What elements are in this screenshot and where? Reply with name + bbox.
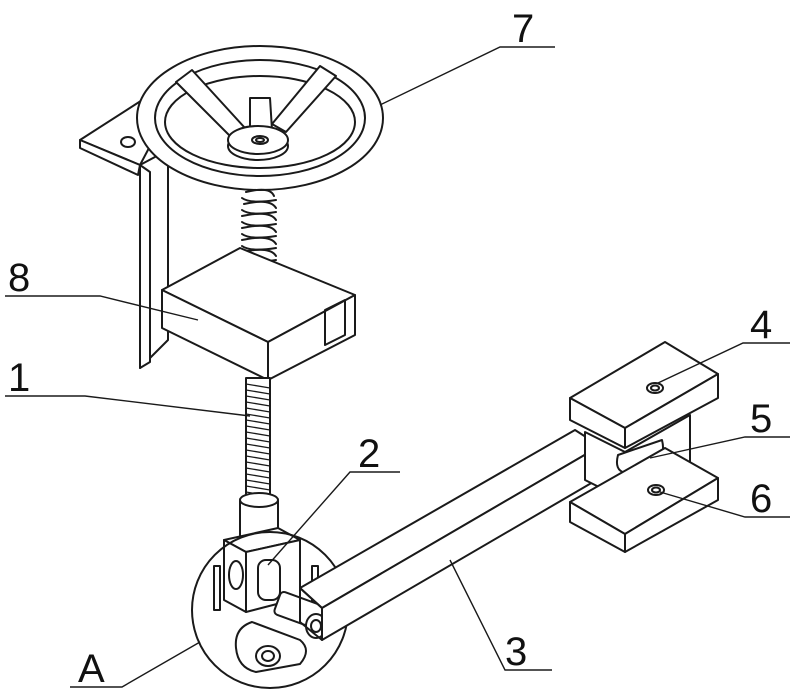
label-3: 3 <box>505 630 527 674</box>
clamp-block <box>570 342 718 552</box>
label-1: 1 <box>8 356 30 400</box>
threaded-rod <box>246 378 270 503</box>
label-6: 6 <box>750 477 772 521</box>
handwheel <box>137 46 383 190</box>
label-2: 2 <box>358 432 380 476</box>
label-4: 4 <box>750 303 772 347</box>
sliding-block <box>162 248 355 380</box>
label-5: 5 <box>750 397 772 441</box>
label-8: 8 <box>8 256 30 300</box>
label-7: 7 <box>512 7 534 51</box>
connecting-arm <box>300 430 600 640</box>
label-a: A <box>78 647 105 691</box>
